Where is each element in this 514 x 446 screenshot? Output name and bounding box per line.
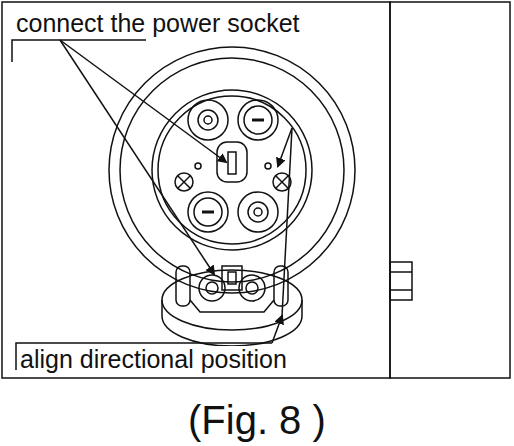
callout-label: connect the power socket [16, 10, 300, 38]
socket-face [152, 90, 312, 250]
panel-frame [2, 2, 390, 378]
figure-caption: (Fig. 8 ) [188, 398, 326, 442]
plug-base [162, 270, 302, 330]
callout-label: align directional position [20, 346, 287, 374]
side-panel [390, 2, 510, 378]
side-knob [390, 262, 412, 300]
